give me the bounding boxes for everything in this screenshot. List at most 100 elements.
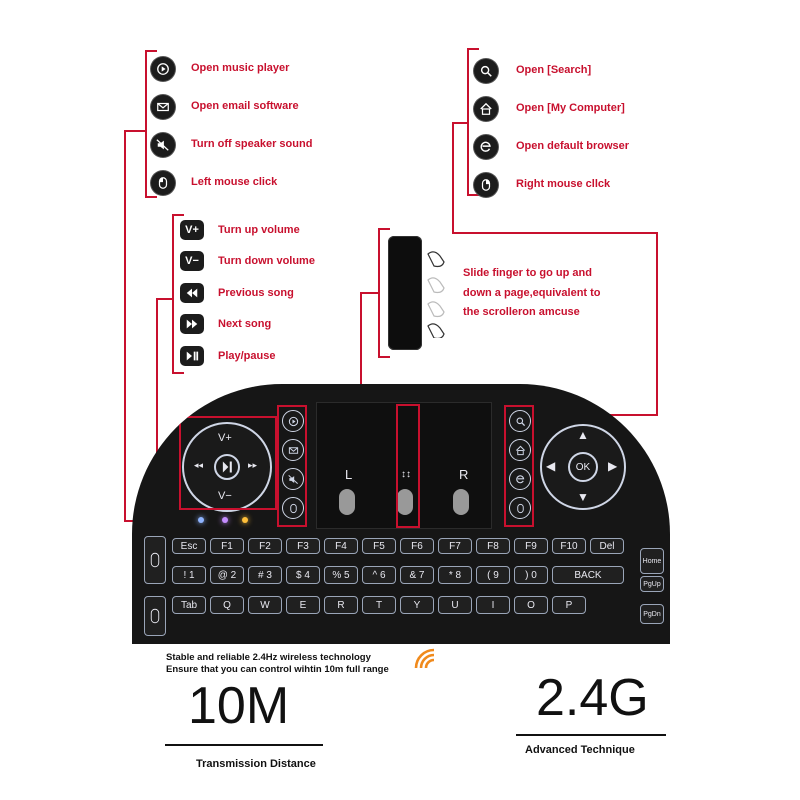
key-e[interactable]: E — [286, 596, 320, 614]
email-icon[interactable] — [282, 439, 304, 461]
dpad-prev-icon: ◂◂ — [194, 460, 204, 470]
key-f2[interactable]: F2 — [248, 538, 282, 554]
volume-up-icon: V+ — [180, 220, 204, 240]
key-f6[interactable]: F6 — [400, 538, 434, 554]
dpad-next-icon: ▸▸ — [248, 460, 258, 470]
touchpad-right-label: R — [459, 467, 469, 482]
dpad-volume-up-label: V+ — [218, 432, 232, 444]
navigation-dpad[interactable]: ▲ ▼ ◀ ▶ OK — [540, 424, 626, 510]
key-f7[interactable]: F7 — [438, 538, 472, 554]
dpad-up-icon: ▲ — [577, 428, 589, 442]
touchpad-scroll-arrows-icon: ↕↕ — [401, 469, 411, 480]
left-finger-icon — [339, 489, 355, 515]
key-backspace[interactable]: BACK — [552, 566, 624, 584]
media-dpad-highlight — [179, 416, 277, 510]
label-previous-song: Previous song — [218, 287, 294, 299]
key-f3[interactable]: F3 — [286, 538, 320, 554]
key-f9[interactable]: F9 — [514, 538, 548, 554]
key-i[interactable]: I — [476, 596, 510, 614]
mini-keyboard: V+ V− ◂◂ ▸▸ L R ↕↕ ▲ ▼ ◀ ▶ OK — [132, 384, 670, 644]
touchpad-line-1: Slide finger to go up and — [463, 267, 592, 279]
label-next-song: Next song — [218, 318, 272, 330]
search-icon — [474, 59, 498, 83]
scroll-finger-icon — [397, 489, 413, 515]
key-3[interactable]: # 3 — [248, 566, 282, 584]
key-f4[interactable]: F4 — [324, 538, 358, 554]
touchpad-line-3: the scrolleron amcuse — [463, 306, 580, 318]
key-o[interactable]: O — [514, 596, 548, 614]
key-6[interactable]: ^ 6 — [362, 566, 396, 584]
label-open-search: Open [Search] — [516, 64, 592, 76]
left-click-key[interactable] — [144, 536, 166, 584]
right-mouse-icon — [474, 173, 498, 197]
scroll-zone-highlight — [396, 404, 420, 528]
key-5[interactable]: % 5 — [324, 566, 358, 584]
key-f5[interactable]: F5 — [362, 538, 396, 554]
label-open-music-player: Open music player — [191, 62, 290, 74]
key-0[interactable]: ) 0 — [514, 566, 548, 584]
key-1[interactable]: ! 1 — [172, 566, 206, 584]
key-pgup[interactable]: PgUp — [640, 576, 664, 592]
swipe-hand-icon — [424, 246, 448, 340]
label-turn-off-speaker-sound: Turn off speaker sound — [191, 138, 313, 150]
status-led-blue — [198, 517, 204, 523]
status-led-purple — [222, 517, 228, 523]
key-9[interactable]: ( 9 — [476, 566, 510, 584]
key-y[interactable]: Y — [400, 596, 434, 614]
status-led-amber — [242, 517, 248, 523]
home-icon — [474, 97, 498, 121]
range-caption: Transmission Distance — [196, 758, 316, 770]
browser-icon[interactable] — [509, 468, 531, 490]
mute-icon[interactable] — [282, 468, 304, 490]
range-value: 10M — [188, 677, 290, 735]
frequency-value: 2.4G — [536, 669, 649, 727]
key-home[interactable]: Home — [640, 548, 664, 574]
key-r[interactable]: R — [324, 596, 358, 614]
frequency-caption: Advanced Technique — [525, 744, 635, 756]
search-icon[interactable] — [509, 410, 531, 432]
key-f1[interactable]: F1 — [210, 538, 244, 554]
dpad-left-icon: ◀ — [546, 459, 556, 473]
key-t[interactable]: T — [362, 596, 396, 614]
range-underline — [165, 744, 323, 746]
key-f10[interactable]: F10 — [552, 538, 586, 554]
key-8[interactable]: * 8 — [438, 566, 472, 584]
right-click-key[interactable] — [144, 596, 166, 636]
right-finger-icon — [453, 489, 469, 515]
next-track-icon — [180, 314, 204, 334]
media-dpad[interactable]: V+ V− ◂◂ ▸▸ — [182, 422, 272, 512]
volume-down-icon: V− — [180, 251, 204, 271]
label-turn-down-volume: Turn down volume — [218, 255, 315, 267]
touchpad-line-2: down a page,equivalent to — [463, 287, 601, 299]
key-pgdn[interactable]: PgDn — [640, 604, 664, 624]
right-side-buttons-highlight — [504, 405, 534, 527]
key-q[interactable]: Q — [210, 596, 244, 614]
play-pause-icon — [180, 346, 204, 366]
key-p[interactable]: P — [552, 596, 586, 614]
music-icon[interactable] — [282, 410, 304, 432]
label-turn-up-volume: Turn up volume — [218, 224, 300, 236]
key-7[interactable]: & 7 — [400, 566, 434, 584]
dpad-play-pause-button[interactable] — [214, 454, 240, 480]
home-icon[interactable] — [509, 439, 531, 461]
key-del[interactable]: Del — [590, 538, 624, 554]
left-side-buttons-highlight — [277, 405, 307, 527]
key-u[interactable]: U — [438, 596, 472, 614]
browser-icon — [474, 135, 498, 159]
key-f8[interactable]: F8 — [476, 538, 510, 554]
left-mouse-icon — [151, 171, 175, 195]
key-esc[interactable]: Esc — [172, 538, 206, 554]
key-4[interactable]: $ 4 — [286, 566, 320, 584]
touchpad[interactable]: L R ↕↕ — [316, 402, 492, 529]
key-w[interactable]: W — [248, 596, 282, 614]
frequency-underline — [516, 734, 666, 736]
label-open-email-software: Open email software — [191, 100, 299, 112]
label-play-pause: Play/pause — [218, 350, 276, 362]
tagline-line-1: Stable and reliable 2.4Hz wireless techn… — [166, 652, 371, 663]
right-mouse-icon[interactable] — [509, 497, 531, 519]
key-tab[interactable]: Tab — [172, 596, 206, 614]
key-2[interactable]: @ 2 — [210, 566, 244, 584]
left-mouse-icon[interactable] — [282, 497, 304, 519]
label-open-my-computer: Open [My Computer] — [516, 102, 625, 114]
dpad-ok-button[interactable]: OK — [568, 452, 598, 482]
